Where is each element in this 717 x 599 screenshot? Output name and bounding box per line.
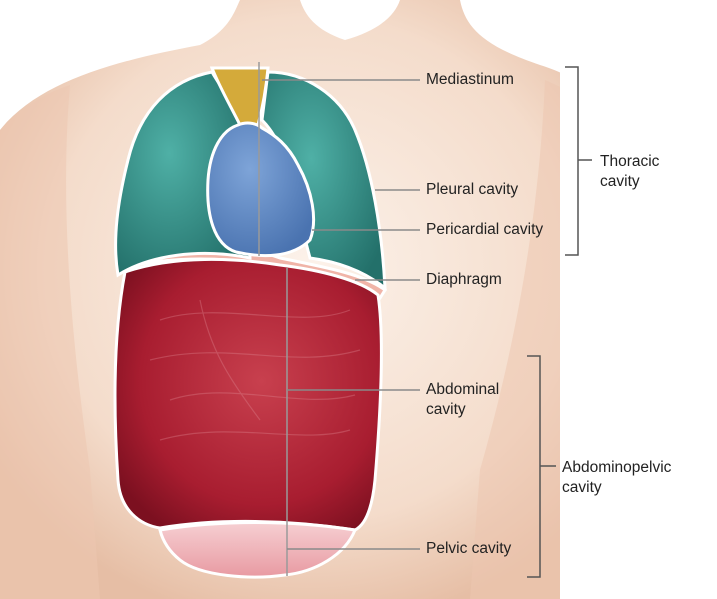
label-abdominopelvic-line2: cavity	[562, 478, 602, 497]
label-mediastinum: Mediastinum	[426, 70, 514, 89]
label-pericardial-cavity: Pericardial cavity	[426, 220, 543, 239]
label-pelvic-cavity: Pelvic cavity	[426, 539, 511, 558]
label-thoracic-line1: Thoracic	[600, 152, 659, 171]
page-background-right	[560, 0, 717, 599]
label-abdominal-line1: Abdominal	[426, 380, 499, 399]
label-abdominopelvic-line1: Abdominopelvic	[562, 458, 671, 477]
page-background-top-left	[0, 0, 200, 40]
label-abdominal-line2: cavity	[426, 400, 466, 419]
label-pleural-cavity: Pleural cavity	[426, 180, 518, 199]
label-thoracic-line2: cavity	[600, 172, 640, 191]
label-diaphragm: Diaphragm	[426, 270, 502, 289]
